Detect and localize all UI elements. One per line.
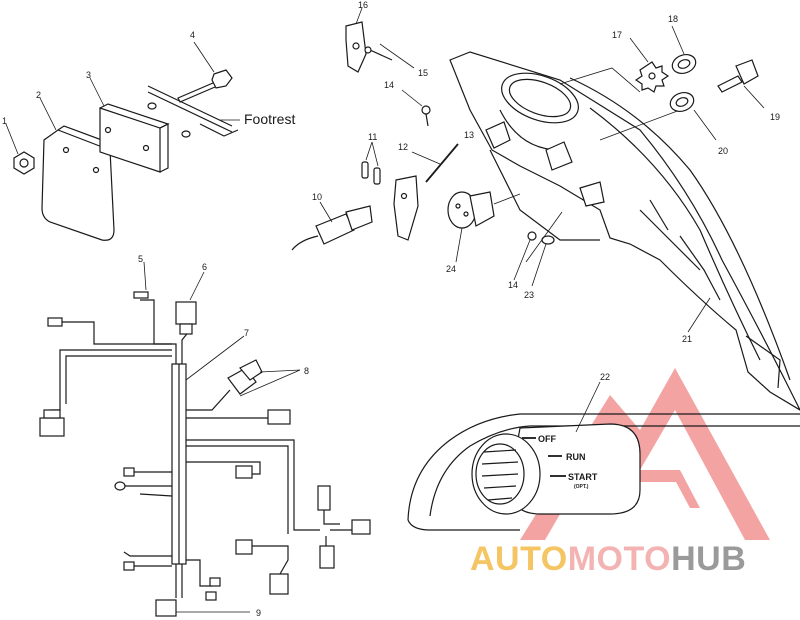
callout-23: 23	[524, 290, 534, 300]
callout-7: 7	[244, 328, 249, 338]
wiring-harness-assembly	[39, 261, 371, 617]
callout-6: 6	[202, 262, 207, 272]
callout-11: 11	[368, 132, 377, 142]
console-housing-part-21	[449, 51, 800, 411]
callout-10: 10	[312, 192, 322, 202]
switch-start-sub-label: (OPT.)	[574, 484, 589, 490]
callout-labels: 1 2 3 4 5 6 7 8 9 10 11 12 13 14 14 15 1…	[2, 0, 780, 618]
footrest-label: Footrest	[244, 111, 295, 127]
star-washer-part-17	[634, 61, 670, 93]
watermark-word-auto: AUTOMOTOHUB	[470, 540, 746, 578]
switch-off-label: OFF	[538, 434, 556, 444]
callout-4: 4	[190, 30, 195, 40]
kill-lever	[393, 175, 419, 241]
sensor-part-10	[315, 213, 355, 245]
connector-part-8b	[267, 409, 291, 425]
pin-part-11b	[373, 167, 381, 185]
clip-part-16	[345, 21, 367, 73]
callout-2: 2	[36, 90, 41, 100]
callout-13: 13	[464, 130, 474, 140]
callout-15: 15	[418, 68, 428, 78]
connector-part-9	[155, 599, 177, 617]
callout-21: 21	[682, 334, 692, 344]
callout-22: 22	[600, 372, 610, 382]
callout-9: 9	[256, 608, 261, 618]
switch-run-label: RUN	[566, 452, 586, 462]
callout-5: 5	[138, 254, 143, 264]
callout-1: 1	[2, 116, 7, 126]
callout-24: 24	[446, 264, 456, 274]
ignition-switch-panel-part-22	[407, 381, 800, 531]
switch-knob	[471, 433, 541, 515]
callout-17: 17	[612, 30, 622, 40]
footrest-plate-assembly	[5, 41, 240, 241]
callout-19: 19	[770, 112, 780, 122]
pin-part-11a	[361, 161, 369, 179]
nut-part-20	[669, 91, 695, 113]
connector-left	[39, 417, 65, 437]
switch-position-labels: OFF RUN START (OPT.)	[538, 434, 598, 490]
nut-part-1	[13, 151, 35, 175]
callout-18: 18	[668, 14, 678, 24]
callout-14-top: 14	[384, 80, 394, 90]
callout-12: 12	[398, 142, 408, 152]
key-part-19	[735, 59, 759, 85]
watermark-triangle-mark	[520, 368, 770, 540]
callout-14-bottom: 14	[508, 280, 518, 290]
pad-part-2	[41, 129, 115, 241]
key-hardware-group	[629, 25, 765, 141]
watermark-text: AUTOMOTOHUB	[470, 540, 746, 578]
callout-20: 20	[718, 146, 728, 156]
grommet-part-18	[671, 53, 697, 75]
switch-start-label: START	[568, 472, 598, 482]
callout-16: 16	[358, 0, 368, 10]
callout-8: 8	[304, 366, 309, 376]
callout-3: 3	[86, 70, 91, 80]
connector-part-6	[175, 301, 197, 325]
connector-mid-a	[317, 485, 331, 511]
small-hardware-group	[291, 7, 563, 287]
